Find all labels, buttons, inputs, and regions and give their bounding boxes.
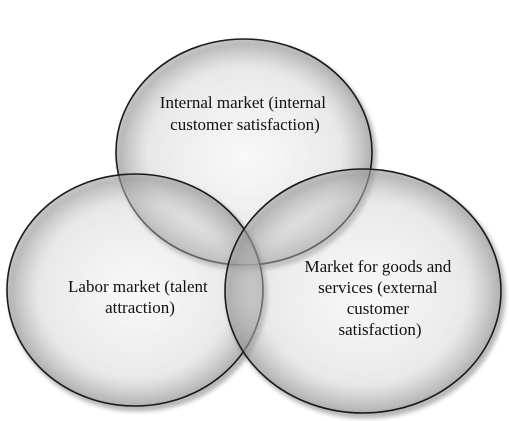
internal-market-label: Internal market (internal customer satis… bbox=[160, 93, 330, 134]
labor-market-label: Labor market (talent attraction) bbox=[68, 277, 212, 317]
circles-layer bbox=[6, 38, 502, 414]
goods-services-market-circle bbox=[224, 168, 502, 414]
labels-layer: Internal market (internal customer satis… bbox=[68, 93, 455, 339]
goods-services-market-label: Market for goods and services (external … bbox=[304, 257, 455, 339]
